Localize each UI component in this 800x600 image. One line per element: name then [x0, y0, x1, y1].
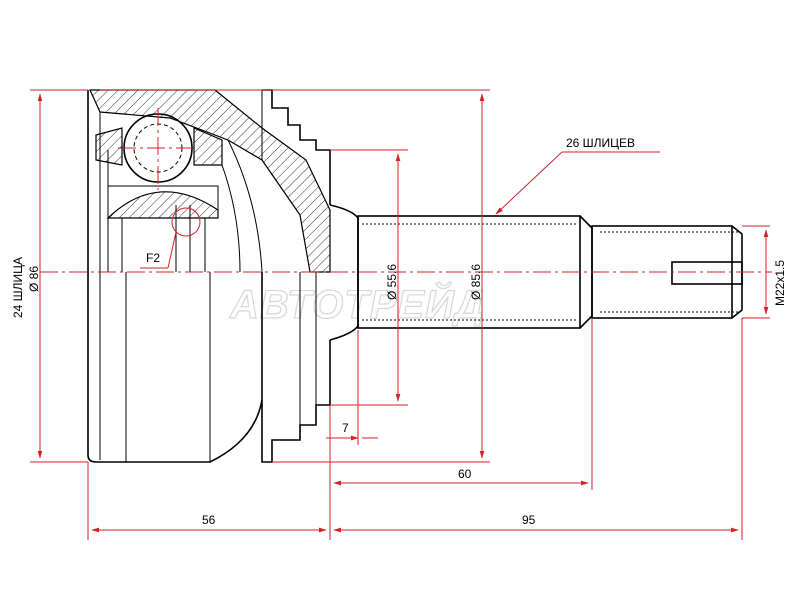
end-slot — [671, 261, 743, 285]
dia-shaft-label: Ø 55.6 — [385, 264, 399, 300]
f2-circle — [171, 207, 201, 237]
flange — [262, 89, 331, 205]
inner-mechanism — [95, 108, 263, 273]
bell-housing — [87, 89, 331, 463]
dia-flange-label: Ø 85.6 — [469, 264, 483, 300]
splines-shaft-label: 26 ШЛИЦЕВ — [566, 136, 635, 150]
dia-outer-label: Ø 86 — [27, 266, 41, 292]
cage-upper — [95, 127, 123, 166]
splines-outer-label: 24 ШЛИЦА — [11, 257, 25, 318]
thread-label: M22x1.5 — [773, 260, 787, 306]
watermark: АВТОТРЕЙД — [229, 280, 485, 327]
f2-label: F2 — [146, 251, 160, 265]
inner-race — [106, 191, 219, 219]
dim-95: 95 — [522, 513, 536, 527]
dim-7: 7 — [342, 421, 349, 435]
dim-60: 60 — [458, 467, 472, 481]
dim-56: 56 — [202, 513, 216, 527]
bell-upper-section — [89, 89, 331, 273]
